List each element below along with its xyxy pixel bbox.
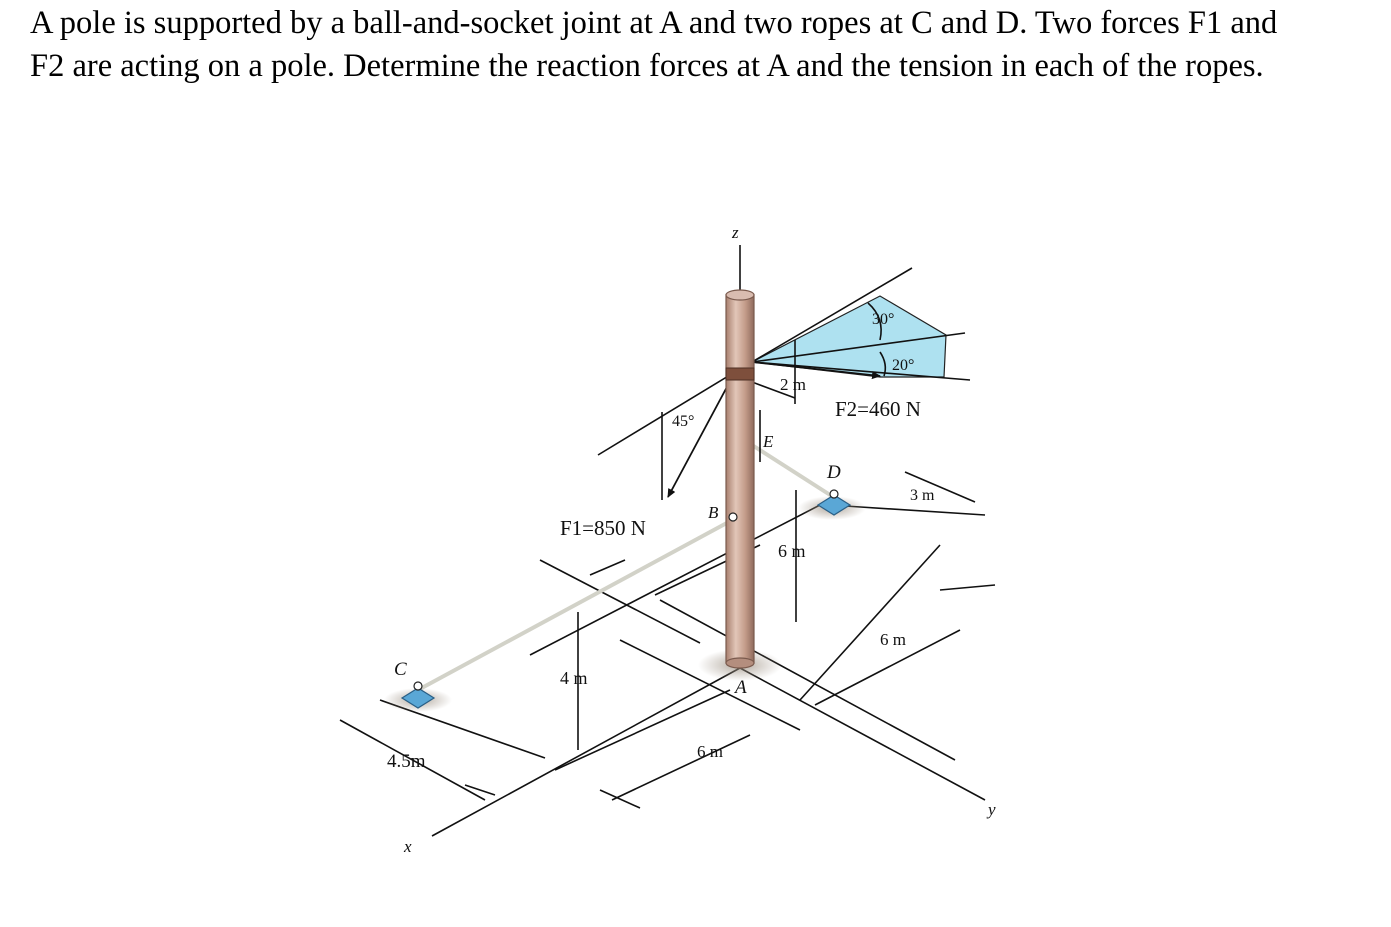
- ground-line-2: [619, 639, 801, 731]
- problem-line-1: A pole is supported by a ball-and-socket…: [30, 5, 1278, 41]
- labels: z x y A B C D E F1=850 N F2=460 N 45° 30…: [387, 223, 996, 856]
- problem-statement: A pole is supported by a ball-and-socket…: [30, 2, 1360, 88]
- dim-line-6m-right: [814, 629, 961, 706]
- f2-arc-20: [879, 351, 887, 377]
- ground-line-10: [844, 505, 986, 516]
- pole-bottom: [725, 657, 755, 669]
- point-label-a: A: [733, 677, 747, 698]
- f2-arc-30: [867, 302, 882, 341]
- support-d: [798, 489, 866, 520]
- dim-label-45m: 4.5m: [387, 751, 426, 772]
- dim-label-3m: 3 m: [910, 487, 935, 504]
- dim-tick-6m-lower: [599, 789, 641, 809]
- ground-line-8: [539, 559, 701, 644]
- ground-line-7: [554, 689, 731, 771]
- pole: [725, 289, 755, 669]
- f2-guide-top: [751, 267, 913, 363]
- dim-label-6m-upper: 6 m: [778, 541, 806, 561]
- point-label-b: B: [708, 503, 719, 522]
- dim-label-6m-lower: 6 m: [697, 742, 723, 761]
- support-c: [384, 681, 452, 712]
- point-label-e: E: [762, 432, 774, 451]
- x-axis-line: [431, 667, 741, 837]
- angle-label-45: 45°: [672, 413, 694, 430]
- dim-line-2m-a: [751, 381, 796, 399]
- ground-lines: [379, 504, 996, 837]
- support-c-ring: [413, 681, 423, 691]
- dim-label-4m: 4 m: [560, 668, 588, 688]
- rope-ac: [417, 516, 737, 692]
- axis-label-x: x: [403, 837, 412, 856]
- angle-label-20: 20°: [892, 357, 914, 374]
- dim-tick-45m: [464, 784, 496, 796]
- ground-line-11: [939, 584, 996, 591]
- f1-arrow: [667, 384, 729, 498]
- problem-line-2: F2 are acting on a pole. Determine the r…: [30, 48, 1264, 84]
- dimension-lines: [339, 471, 976, 809]
- dim-line-6m-lower: [611, 734, 751, 801]
- angle-label-30: 30°: [872, 311, 894, 328]
- point-label-c: C: [394, 659, 407, 680]
- dim-label-6m-right: 6 m: [880, 630, 906, 649]
- dim-line-3m: [904, 471, 976, 503]
- f2-arrow: [751, 361, 881, 380]
- f2-guide-mid: [751, 332, 966, 363]
- f1-guide-diagonal: [597, 374, 731, 456]
- rope-ad: [750, 443, 840, 502]
- ground-line-4: [799, 544, 941, 701]
- pole-top: [725, 289, 755, 301]
- force-label-f2: F2=460 N: [835, 397, 921, 421]
- pole-collar: [725, 367, 755, 381]
- pole-body: [725, 294, 755, 664]
- f2-construct: [749, 267, 971, 404]
- support-d-ring: [829, 489, 839, 499]
- support-c-block: [400, 687, 436, 709]
- f1-construct: [597, 374, 731, 500]
- ground-line-9: [589, 559, 626, 576]
- point-label-d: D: [826, 462, 841, 483]
- force-label-f1: F1=850 N: [560, 516, 646, 540]
- axis-label-z: z: [731, 223, 739, 242]
- dim-label-2m: 2 m: [780, 375, 806, 394]
- ground-line-1: [659, 599, 956, 761]
- y-axis-line: [739, 667, 986, 801]
- f2-guide-base: [751, 361, 971, 381]
- pole-point-b: [728, 512, 738, 522]
- axis-label-y: y: [986, 800, 996, 819]
- dim-line-45m: [339, 719, 486, 801]
- support-d-block: [816, 494, 852, 516]
